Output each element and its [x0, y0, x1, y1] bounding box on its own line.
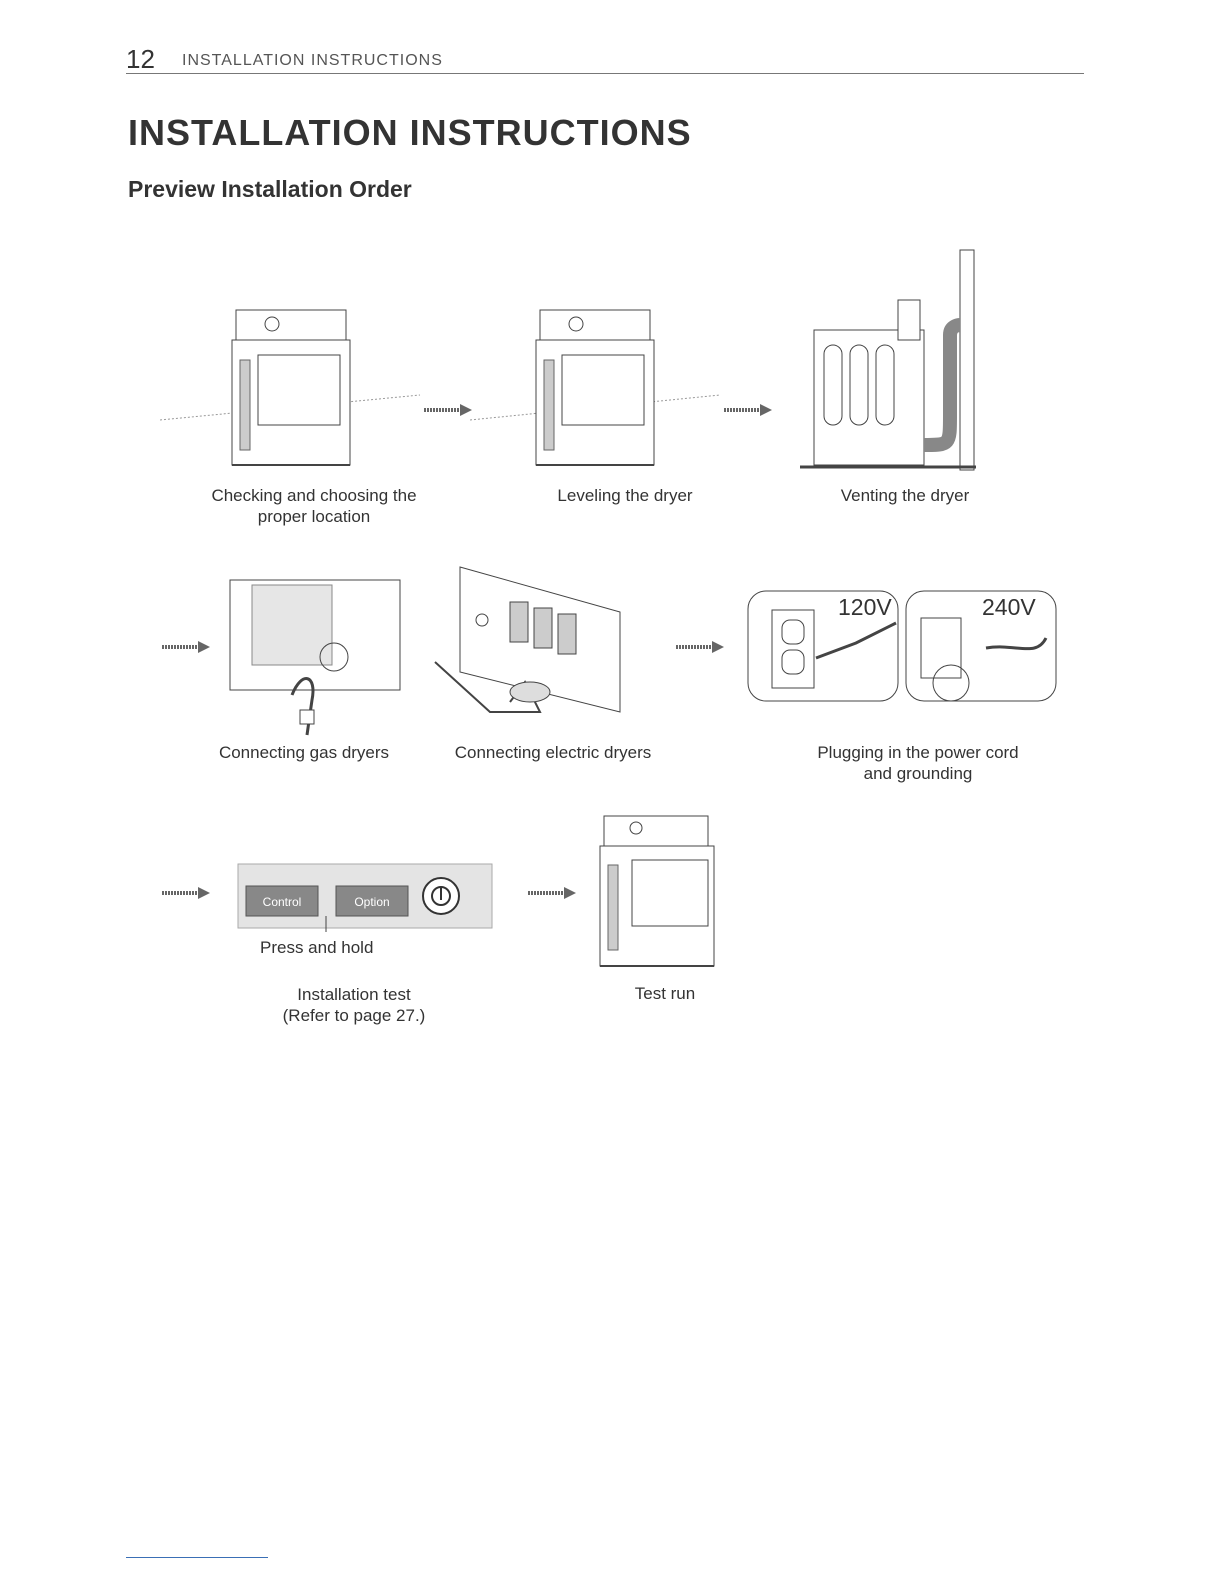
arrow-icon: [676, 640, 724, 659]
voltage-120-label: 120V: [838, 594, 892, 620]
header-rule: [126, 73, 1084, 74]
footer-rule: [126, 1557, 268, 1558]
press-hold-label: Press and hold: [260, 938, 374, 957]
step-caption-install-test: Installation test (Refer to page 27.): [282, 985, 426, 1025]
step-caption-venting: Venting the dryer: [840, 486, 970, 505]
step-caption-gas: Connecting gas dryers: [218, 743, 390, 762]
step-caption-test-run: Test run: [634, 984, 696, 1003]
dryer-venting-illustration: [800, 249, 976, 471]
step-caption-plugging: Plugging in the power cord and grounding: [817, 743, 1019, 783]
arrow-icon: [162, 640, 210, 659]
dryer-test-run-illustration: [599, 815, 715, 967]
dryer-location-illustration: [160, 309, 421, 466]
arrow-icon: [528, 886, 576, 905]
section-subtitle: Preview Installation Order: [128, 176, 412, 202]
electric-connection-illustration: [434, 566, 621, 713]
option-button-label: Option: [354, 895, 389, 909]
voltage-240-label: 240V: [982, 594, 1036, 620]
gas-connection-illustration: [229, 579, 401, 736]
arrow-icon: [424, 403, 472, 422]
control-button-label: Control: [263, 895, 302, 909]
arrow-icon: [162, 886, 210, 905]
page-number: 12: [126, 44, 155, 74]
page-title: INSTALLATION INSTRUCTIONS: [128, 112, 692, 153]
dryer-leveling-illustration: [470, 309, 721, 466]
running-header: INSTALLATION INSTRUCTIONS: [182, 52, 443, 69]
arrow-icon: [724, 403, 772, 422]
step-caption-electric: Connecting electric dryers: [454, 743, 652, 762]
step-caption-location: Checking and choosing the proper locatio…: [211, 486, 417, 526]
step-caption-leveling: Leveling the dryer: [557, 486, 693, 505]
power-cord-illustration: 120V 240V: [747, 590, 1057, 702]
control-panel-illustration: Control Option: [237, 863, 493, 932]
